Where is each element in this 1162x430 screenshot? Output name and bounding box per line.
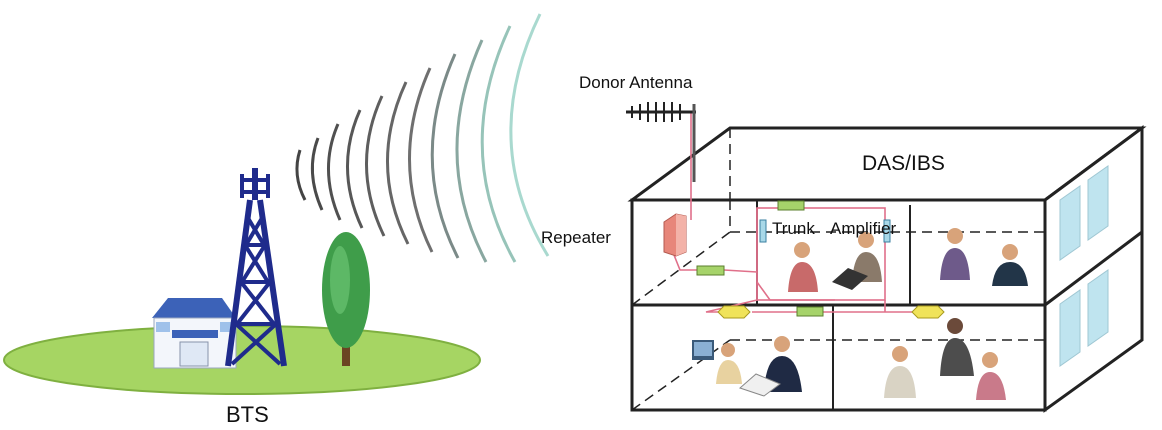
- office-worker-icon: [788, 232, 882, 292]
- tree-icon: [322, 232, 370, 366]
- office-worker-icon: [692, 336, 802, 397]
- das-ibs-label: DAS/IBS: [862, 152, 945, 175]
- office-workers: [692, 228, 1028, 400]
- donor-antenna-icon: [626, 102, 696, 182]
- bts-label: BTS: [226, 402, 269, 427]
- donor-antenna-label: Donor Antenna: [579, 73, 693, 92]
- bts-tower-icon: [225, 168, 287, 367]
- ground: [3, 325, 481, 395]
- trunk-amplifiers: [759, 219, 891, 243]
- splitters: [696, 200, 824, 317]
- repeater-icon: [663, 213, 687, 257]
- amplifier-label: Amplifier: [830, 219, 897, 238]
- repeater-label: Repeater: [541, 228, 611, 247]
- trunk-label: Trunk: [772, 219, 815, 238]
- base-station-house-icon: [152, 298, 237, 369]
- couplers: [717, 305, 945, 319]
- signal-waves: [295, 13, 550, 263]
- office-worker-icon: [884, 318, 1006, 400]
- building: [627, 125, 1147, 413]
- office-worker-icon: [940, 228, 1028, 286]
- building-windows: [1059, 165, 1109, 367]
